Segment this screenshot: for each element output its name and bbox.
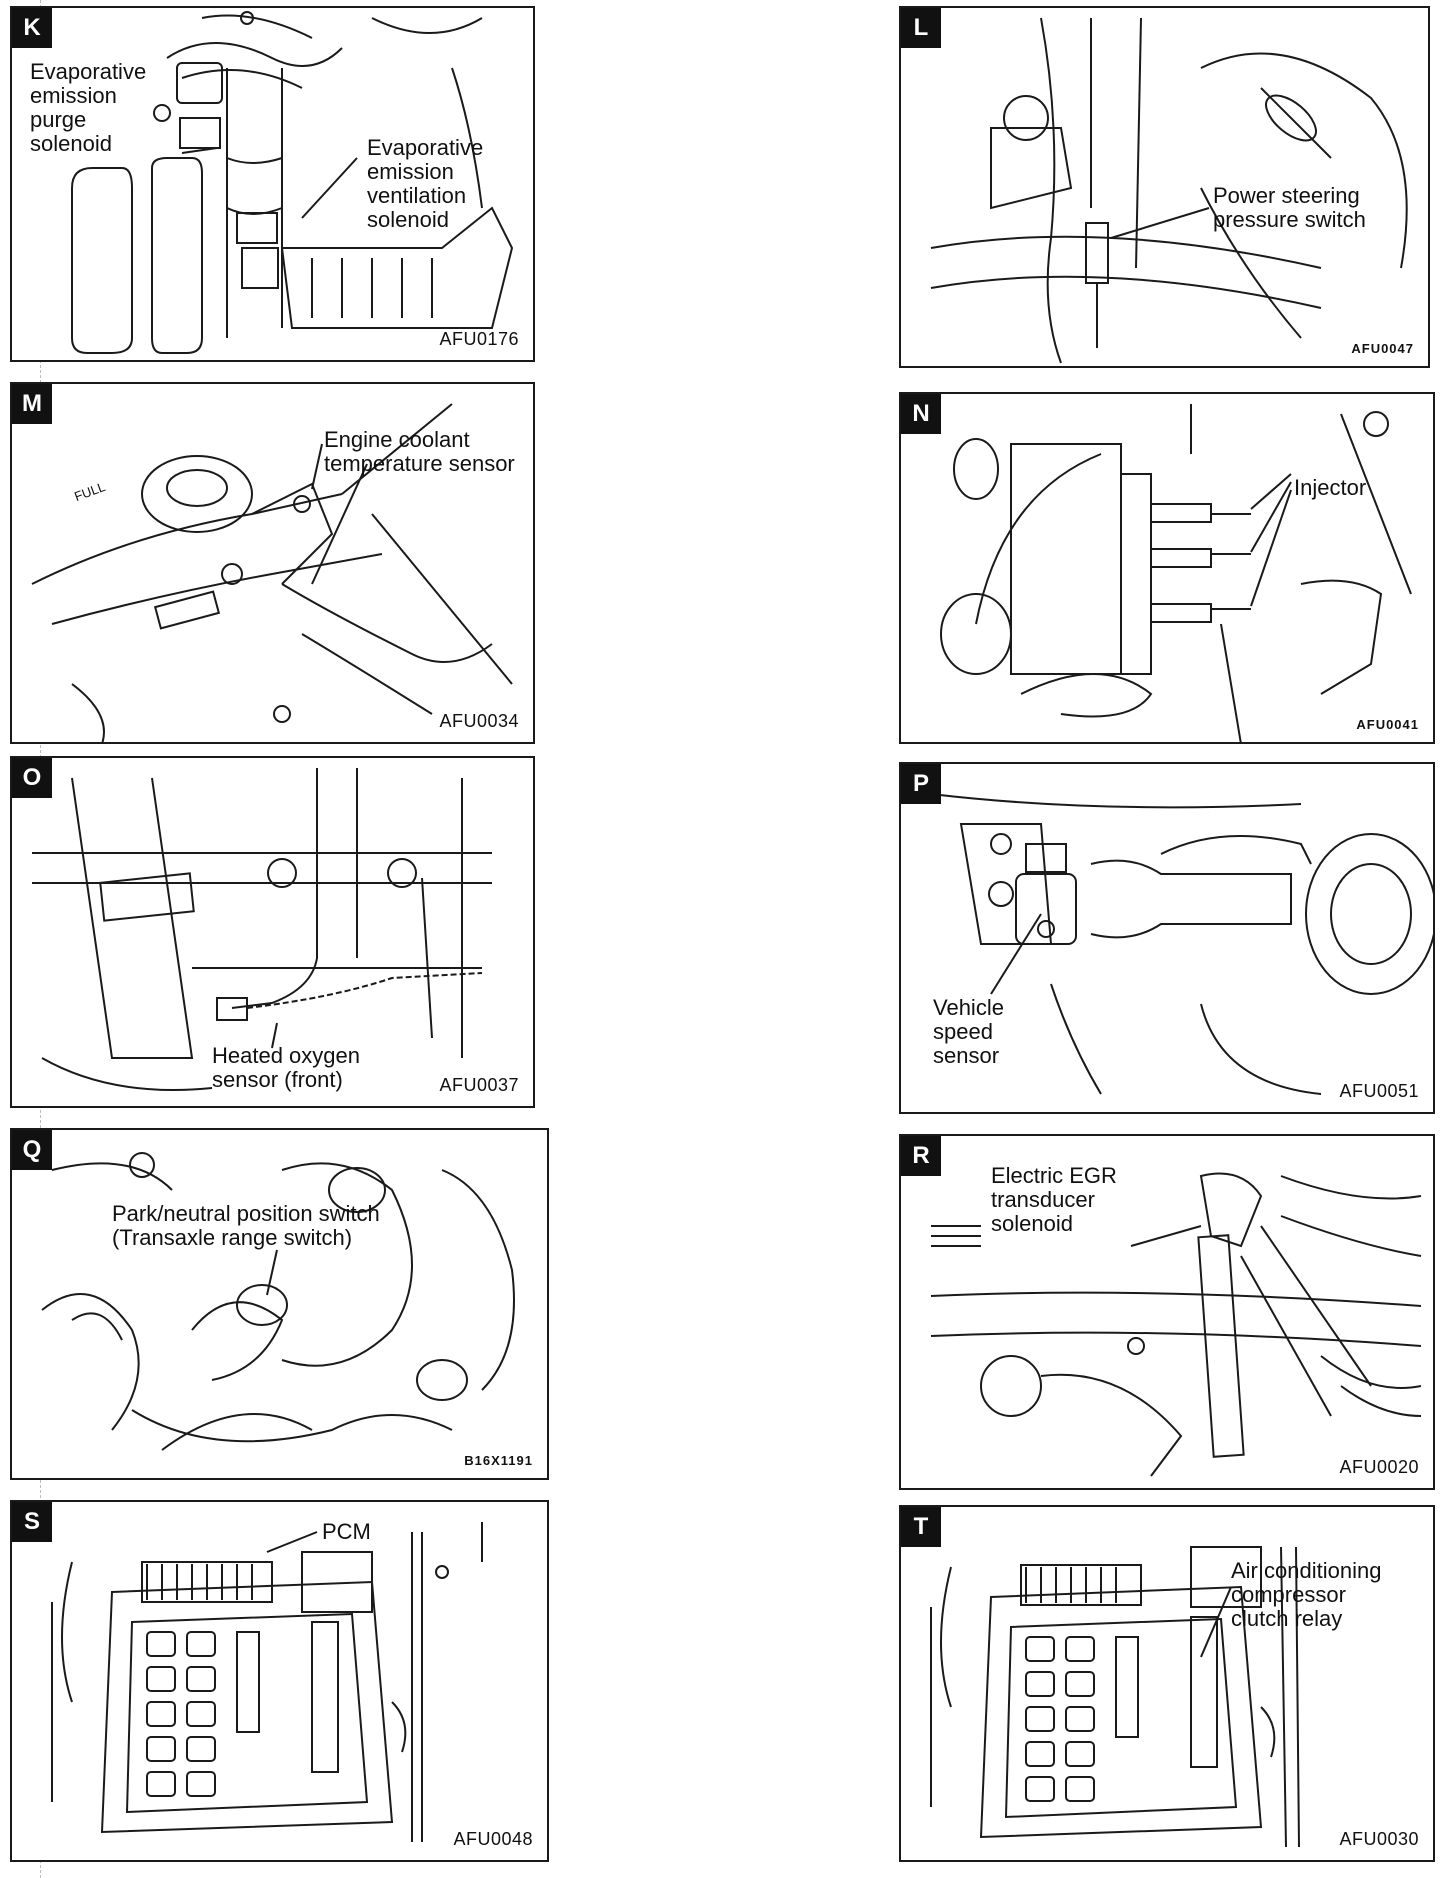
panel-letter: S [12, 1502, 52, 1542]
panel-letter: M [12, 384, 52, 424]
figure-panel-k: K Evaporative emission purge solenoid Ev… [10, 6, 535, 362]
engine-illustration [12, 758, 535, 1108]
panel-letter: R [901, 1136, 941, 1176]
engine-illustration [901, 394, 1435, 744]
callout-purge-solenoid: Evaporative emission purge solenoid [30, 59, 147, 156]
panel-letter: P [901, 764, 941, 804]
fuse-box-illustration [901, 1507, 1435, 1862]
figure-id: AFU0030 [1339, 1829, 1419, 1849]
engine-illustration [12, 384, 535, 744]
panel-letter: O [12, 758, 52, 798]
panel-letter: T [901, 1507, 941, 1547]
fuse-box-illustration [12, 1502, 549, 1862]
panel-letter: L [901, 8, 941, 48]
figure-id: AFU0176 [439, 329, 519, 349]
figure-id: AFU0034 [439, 711, 519, 731]
callout-egr-transducer-solenoid: Electric EGR transducer solenoid [991, 1163, 1117, 1236]
figure-id: AFU0048 [453, 1829, 533, 1849]
figure-panel-o: O Heated oxygen sensor (front) AFU0037 [10, 756, 535, 1108]
figure-id: AFU0041 [1356, 717, 1419, 732]
figure-id: AFU0037 [439, 1075, 519, 1095]
callout-pcm: PCM [322, 1519, 371, 1544]
callout-heated-oxygen-sensor: Heated oxygen sensor (front) [212, 1043, 360, 1092]
figure-panel-t: T Air conditioning compressor clutch rel… [899, 1505, 1435, 1862]
panel-letter: N [901, 394, 941, 434]
callout-ac-clutch-relay: Air conditioning compressor clutch relay [1231, 1558, 1382, 1631]
figure-panel-q: Q Park/neutral position switch (Transaxl… [10, 1128, 549, 1480]
figure-id: AFU0020 [1339, 1457, 1419, 1477]
figure-panel-n: N Injector AFU0041 [899, 392, 1435, 744]
figure-panel-r: R Electric EGR transducer solenoid AFU00… [899, 1134, 1435, 1490]
engine-illustration [901, 764, 1435, 1114]
figure-id: AFU0051 [1339, 1081, 1419, 1101]
figure-panel-p: P Vehicle speed sensor AFU0051 [899, 762, 1435, 1114]
engine-illustration [12, 1130, 549, 1480]
callout-park-neutral-switch: Park/neutral position switch (Transaxle … [112, 1201, 380, 1250]
figure-panel-s: S PCM AFU0048 [10, 1500, 549, 1862]
engine-illustration [12, 8, 535, 362]
panel-letter: Q [12, 1130, 52, 1170]
callout-vehicle-speed-sensor: Vehicle speed sensor [933, 995, 1004, 1068]
figure-id: AFU0047 [1351, 341, 1414, 356]
callout-injector: Injector [1294, 475, 1367, 500]
figure-panel-l: L Power steering pressure switch AFU0047 [899, 6, 1430, 368]
engine-illustration [901, 8, 1430, 368]
callout-power-steering-switch: Power steering pressure switch [1213, 183, 1366, 232]
panel-letter: K [12, 8, 52, 48]
callout-ventilation-solenoid: Evaporative emission ventilation solenoi… [367, 135, 484, 232]
figure-panel-m: M FULL Engine coolant temperature sensor… [10, 382, 535, 744]
callout-coolant-temp-sensor: Engine coolant temperature sensor [324, 427, 515, 476]
engine-illustration [901, 1136, 1435, 1490]
figure-id: B16X1191 [464, 1453, 533, 1468]
